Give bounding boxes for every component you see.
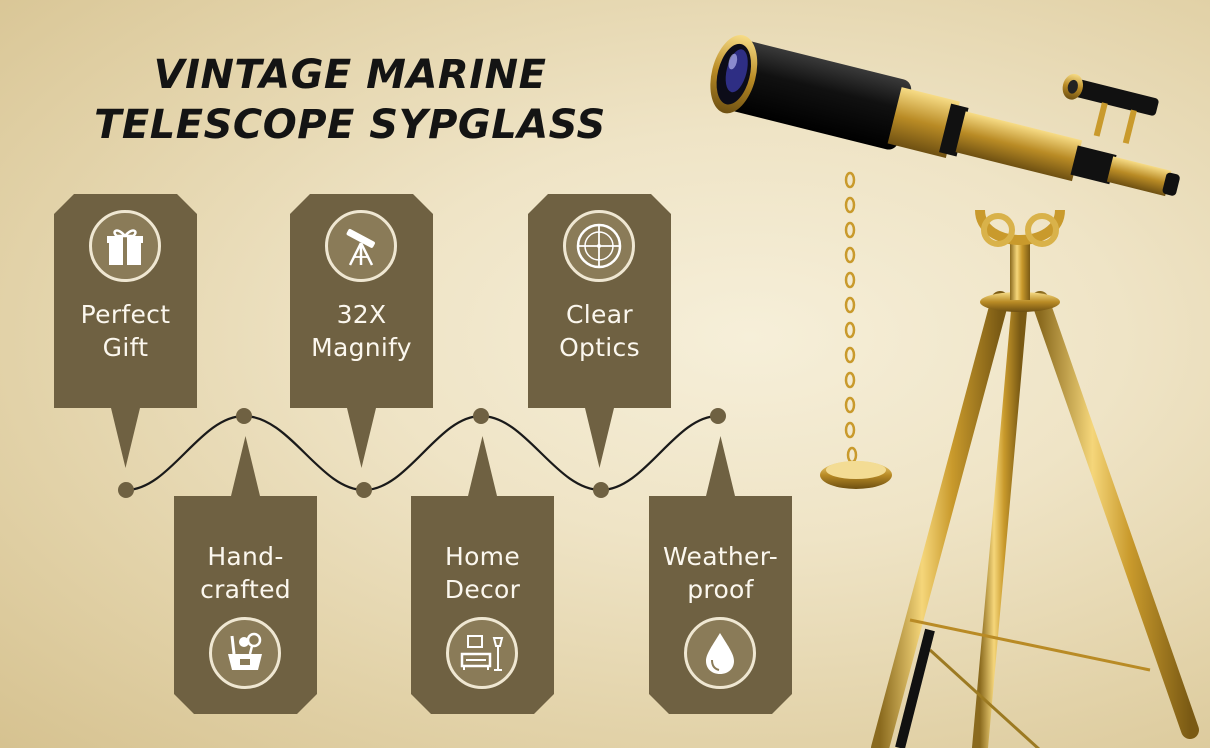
connector-dot bbox=[356, 482, 372, 498]
connector-dot bbox=[710, 408, 726, 424]
gift-icon bbox=[89, 210, 161, 282]
telescope-icon bbox=[325, 210, 397, 282]
feature-label: Weather- proof bbox=[662, 542, 779, 604]
connector-dot bbox=[473, 408, 489, 424]
connector-dot bbox=[118, 482, 134, 498]
title-line-1: VINTAGE MARINE bbox=[153, 52, 547, 98]
connector-dot bbox=[593, 482, 609, 498]
feature-label: Clear Optics bbox=[559, 300, 640, 362]
craft-tools-icon bbox=[209, 617, 281, 689]
title-line-2: TELESCOPE SYPGLASS bbox=[94, 102, 606, 148]
telescope-product-image bbox=[710, 34, 1199, 748]
page-title: VINTAGE MARINE TELESCOPE SYPGLASS bbox=[40, 50, 660, 150]
crosshair-icon bbox=[563, 210, 635, 282]
connector-dot bbox=[236, 408, 252, 424]
feature-label: Hand- crafted bbox=[200, 542, 291, 604]
feature-label: Home Decor bbox=[444, 542, 521, 604]
feature-label: Perfect Gift bbox=[80, 300, 171, 362]
water-drop-icon bbox=[684, 617, 756, 689]
sofa-lamp-icon bbox=[446, 617, 518, 689]
feature-label: 32X Magnify bbox=[311, 300, 412, 362]
